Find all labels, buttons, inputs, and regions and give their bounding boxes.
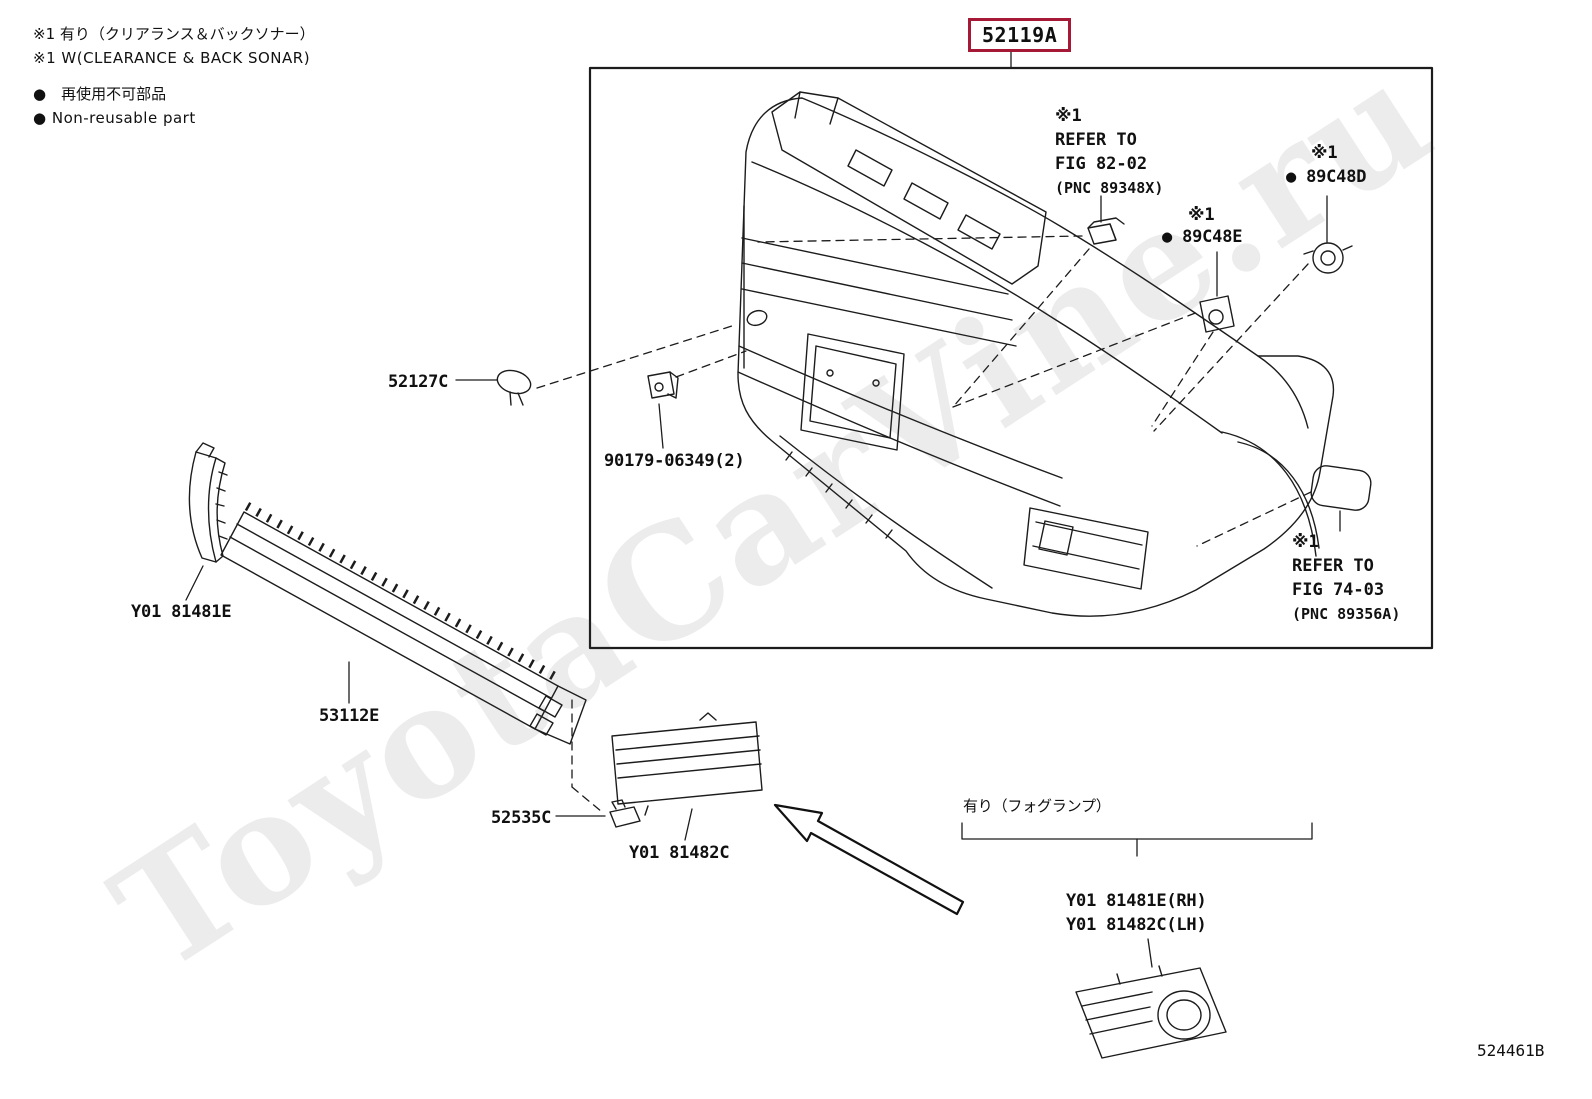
part-label-89c48d: ● 89C48D (1286, 167, 1367, 187)
bracket-y0181481e-drawing (188, 442, 228, 563)
part-label-52535c: 52535C (491, 808, 552, 828)
callout-refer-fig-74-03: ※1 REFER TO FIG 74-03 (PNC 89356A) (1292, 532, 1401, 623)
leader-lines (185, 51, 1341, 968)
part-label-fog-rh: Y01 81481E(RH) (1066, 891, 1207, 911)
legend-nonreusable-jp: ● 再使用不可部品 (33, 85, 167, 103)
sensor-89c48d-drawing (1303, 242, 1353, 274)
lower-grille-53112e-drawing (220, 502, 587, 745)
part-label-y0181481e: Y01 81481E (131, 602, 232, 622)
part-label-53112e: 53112E (319, 706, 380, 726)
part-label-52127c: 52127C (388, 372, 449, 392)
part-label-fog-lh: Y01 81482C(LH) (1066, 915, 1207, 935)
direction-arrow (773, 803, 965, 916)
diagram-code: 524461B (1477, 1041, 1545, 1060)
bracket-90179-drawing (647, 371, 679, 399)
part-label-89c48e: ● 89C48E (1162, 227, 1243, 247)
sensor-89c48e-drawing (1087, 217, 1125, 245)
clip-52535c-drawing (609, 799, 641, 828)
fog-lamp-note: 有り（フォグランプ） (963, 797, 1111, 815)
legend-nonreusable-en: ● Non-reusable part (33, 109, 196, 127)
legend-clearance-jp: ※1 有り（クリアランス＆バックソナー） (33, 25, 315, 43)
flag-asterisk-1: ※1 (1311, 143, 1338, 163)
legend: ※1 有り（クリアランス＆バックソナー） ※1 W(CLEARANCE & BA… (33, 22, 315, 130)
sensor-retainer-drawing (1199, 295, 1235, 333)
part-label-y0181482c: Y01 81482C (629, 843, 730, 863)
grille-y0181482c-drawing (611, 712, 763, 816)
front-bumper-drawing (737, 91, 1335, 617)
clip-52127c-drawing (496, 369, 532, 406)
fog-bezel-drawing (1075, 965, 1227, 1059)
flag-asterisk-1: ※1 (1188, 205, 1215, 225)
part-label-90179-06349: 90179-06349(2) (604, 451, 745, 471)
flag-asterisk-1: ※1 (1055, 106, 1082, 126)
legend-clearance-en: ※1 W(CLEARANCE & BACK SONAR) (33, 49, 311, 67)
pad-refer-74-drawing (1310, 465, 1372, 511)
dashed-lines (536, 235, 1312, 813)
flag-asterisk-1: ※1 (1292, 532, 1319, 552)
highlighted-part-number: 52119A (968, 18, 1072, 52)
callout-refer-fig-82-02: ※1 REFER TO FIG 82-02 (PNC 89348X) (1055, 106, 1164, 197)
